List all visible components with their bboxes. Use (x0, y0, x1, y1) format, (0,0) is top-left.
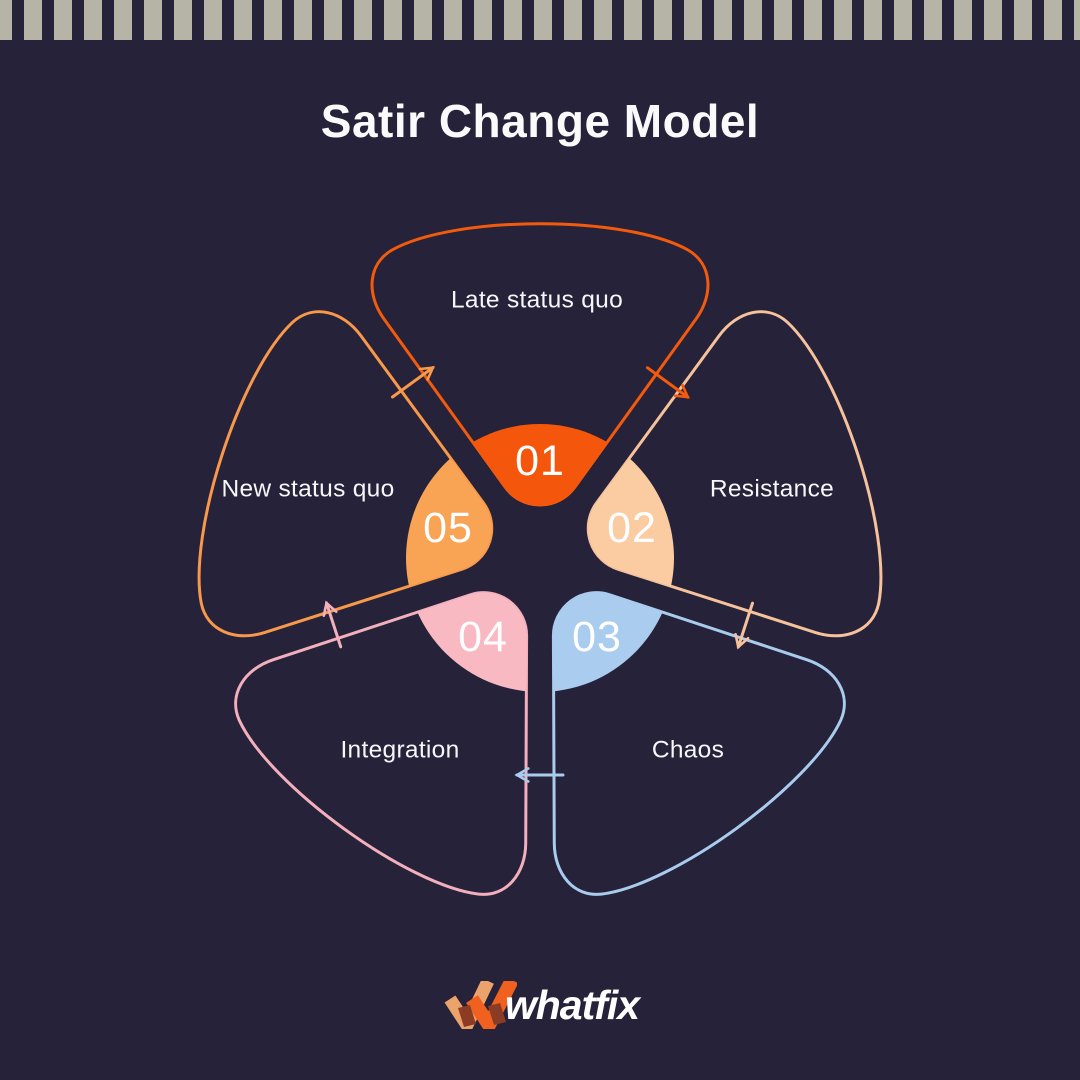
stage-label-chaos: Chaos (652, 737, 724, 764)
arrow-04-to-05-icon (322, 600, 343, 649)
page-title: Satir Change Model (320, 95, 760, 147)
stage-number-02: 02 (607, 504, 657, 552)
arrow-01-to-02-icon (645, 366, 690, 399)
whatfix-mark-icon (444, 981, 517, 1029)
arrow-05-to-01-icon (391, 366, 436, 399)
stage-label-late-status-quo: Late status quo (451, 287, 623, 314)
stage-label-integration: Integration (340, 737, 459, 764)
stage-label-resistance: Resistance (710, 476, 834, 503)
arrow-03-to-04-icon (514, 767, 565, 783)
stage-number-01: 01 (515, 437, 565, 485)
logo: whatfix (0, 976, 1080, 1038)
stage-number-03: 03 (572, 613, 622, 661)
logo-text: whatfix (504, 982, 640, 1028)
stage-number-05: 05 (423, 504, 473, 552)
stage-number-04: 04 (458, 613, 508, 661)
stage-label-new-status-quo: New status quo (221, 476, 394, 503)
arrow-02-to-03-icon (734, 601, 754, 650)
striped-header-band (0, 0, 1080, 40)
